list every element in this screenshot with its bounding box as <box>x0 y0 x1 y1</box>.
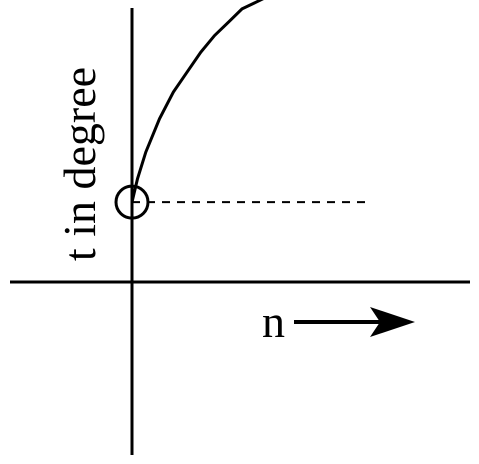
x-axis-label: n <box>262 296 285 347</box>
start-point-marker <box>114 184 150 220</box>
x-direction-arrow-head <box>370 307 415 337</box>
data-curve <box>130 0 264 203</box>
y-axis-label: t in degree <box>54 67 105 261</box>
